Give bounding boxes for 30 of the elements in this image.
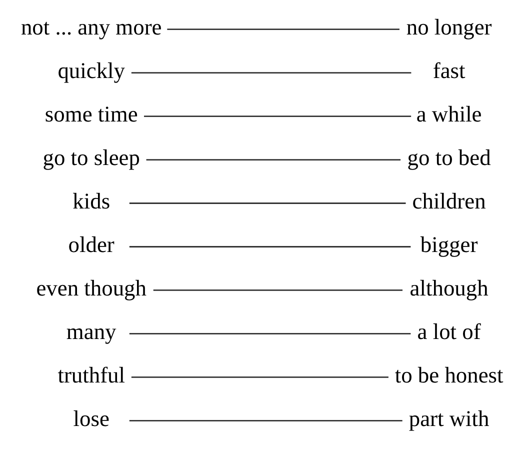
- node-text: fast: [432, 58, 466, 84]
- connector: [167, 28, 400, 30]
- node-text: some time: [44, 102, 138, 127]
- node-text: quickly: [58, 58, 126, 84]
- connector: [153, 290, 402, 291]
- node-text: go to bed: [407, 145, 491, 170]
- connector: [144, 116, 412, 117]
- node-text: even though: [36, 276, 147, 301]
- connector: [131, 376, 388, 378]
- node-text: bigger: [420, 232, 478, 258]
- node-text: truthful: [58, 362, 126, 388]
- node-text: lose: [73, 406, 110, 432]
- connector: [131, 72, 412, 74]
- node-text: older: [68, 232, 114, 258]
- node-text: not ... any more: [20, 14, 162, 40]
- node-text: to be honest: [394, 362, 504, 388]
- connector: [129, 202, 406, 204]
- connector: [129, 333, 411, 334]
- connector: [146, 159, 401, 160]
- node-text: many: [66, 319, 116, 344]
- node-text: no longer: [406, 14, 492, 40]
- connector: [129, 246, 411, 248]
- node-text: children: [412, 188, 486, 214]
- node-text: kids: [72, 188, 110, 214]
- node-text: although: [410, 276, 488, 301]
- node-text: a lot of: [417, 319, 481, 344]
- node-text: go to sleep: [42, 145, 140, 170]
- node-text: a while: [416, 102, 482, 127]
- connector: [129, 420, 402, 422]
- node-text: part with: [408, 406, 490, 432]
